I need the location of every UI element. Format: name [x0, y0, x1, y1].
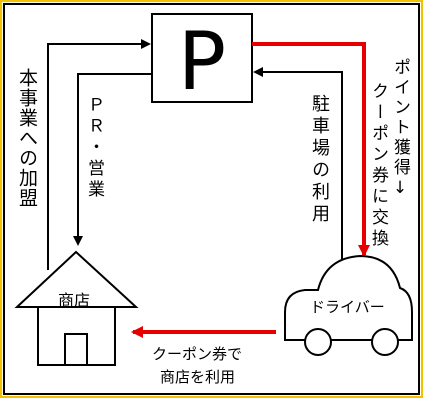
label-shop: 商店 [58, 291, 91, 310]
arrow-join-to-parking [47, 39, 151, 270]
shop-door [64, 333, 88, 366]
label-coupon-use-2: 商店を利用 [160, 368, 236, 386]
label-driver: ドライバー [310, 298, 385, 316]
label-points-exchange-2: クーポン券に交換 [368, 82, 388, 250]
car-wheel-rear [371, 328, 399, 356]
car-body [284, 254, 413, 341]
label-coupon-use-1: クーポン券で [152, 345, 243, 363]
label-business-join: 本事業への加盟 [16, 68, 38, 208]
arrow-pr-to-shop [73, 73, 152, 246]
car-wheel-front [304, 328, 332, 356]
label-points-exchange-1: ポイント獲得↓ [390, 58, 410, 201]
arrow-parking-use [253, 67, 343, 260]
parking-symbol: P [178, 15, 226, 108]
label-pr-sales: ＰＲ・営業 [84, 96, 104, 201]
parking-sign [151, 13, 253, 103]
label-parking-use: 駐車場の利用 [309, 94, 330, 226]
arrow-points-exchange [252, 42, 370, 257]
